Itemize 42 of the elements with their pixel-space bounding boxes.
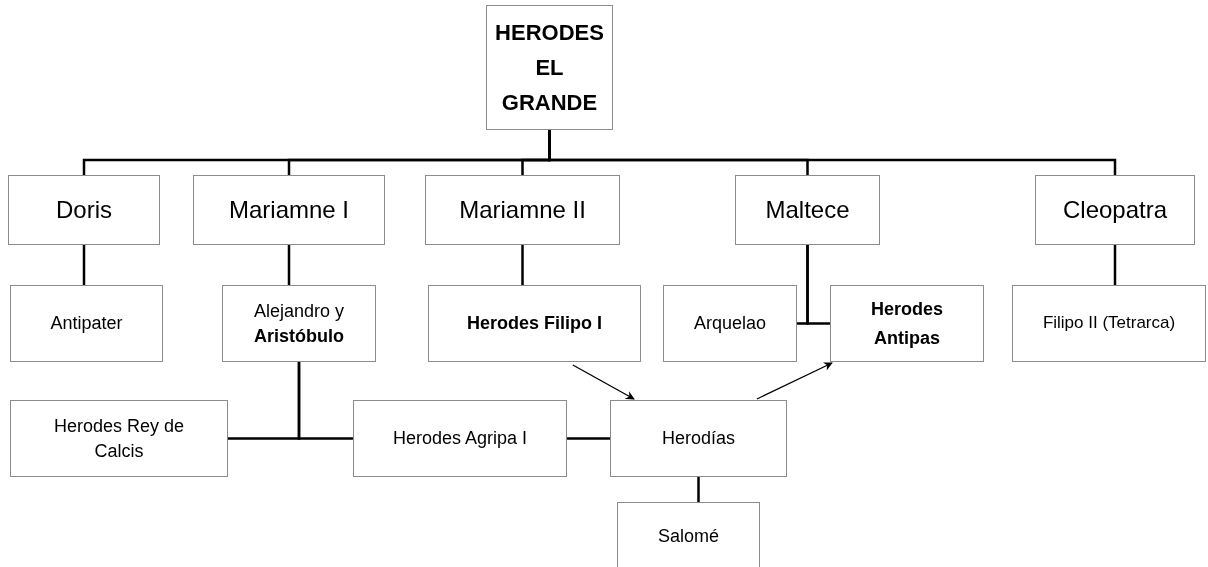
- person-name: Cleopatra: [1062, 194, 1168, 225]
- person-box: [1012, 285, 1206, 362]
- connector-line: [1113, 245, 1117, 285]
- person-box: [610, 400, 787, 477]
- person-name: Herodes Agripa I: [392, 427, 528, 451]
- person-box: [830, 285, 984, 362]
- connector-line: [82, 245, 86, 285]
- connector-line: [806, 245, 830, 325]
- person-name: Arquelao: [693, 312, 767, 336]
- person-box: [735, 175, 880, 245]
- connector-line: [297, 362, 353, 440]
- arrow: [572, 364, 635, 400]
- person-box: [663, 285, 797, 362]
- person-name: Herodes Antipas: [870, 297, 944, 350]
- person-name: Maltece: [765, 194, 850, 225]
- person-name: Salomé: [658, 524, 719, 548]
- person-name: Doris: [56, 194, 112, 225]
- connector-line: [697, 477, 700, 502]
- connector-line: [287, 245, 291, 285]
- arrow: [756, 362, 833, 400]
- person-box: [193, 175, 385, 245]
- person-name: HERODES EL GRANDE: [494, 18, 605, 118]
- person-box: [353, 400, 567, 477]
- person-name: Alejandro y Aristóbulo: [252, 300, 346, 348]
- person-name: Mariamne II: [459, 194, 586, 225]
- person-name: Herodes Rey de Calcis: [52, 415, 186, 463]
- person-box: [222, 285, 376, 362]
- person-name: Mariamne I: [228, 194, 349, 225]
- person-box: [1035, 175, 1195, 245]
- person-box: [486, 5, 613, 130]
- person-box: [8, 175, 160, 245]
- person-name: Herodes Filipo I: [467, 312, 602, 336]
- person-name: Filipo II (Tetrarca): [1042, 312, 1176, 335]
- connector-line: [521, 245, 524, 285]
- person-box: [617, 502, 760, 567]
- person-name: Antipater: [50, 312, 123, 336]
- person-name: Herodías: [661, 427, 735, 451]
- person-box: [10, 400, 228, 477]
- connector-line: [567, 437, 610, 440]
- person-box: [425, 175, 620, 245]
- person-box: [428, 285, 641, 362]
- person-box: [10, 285, 163, 362]
